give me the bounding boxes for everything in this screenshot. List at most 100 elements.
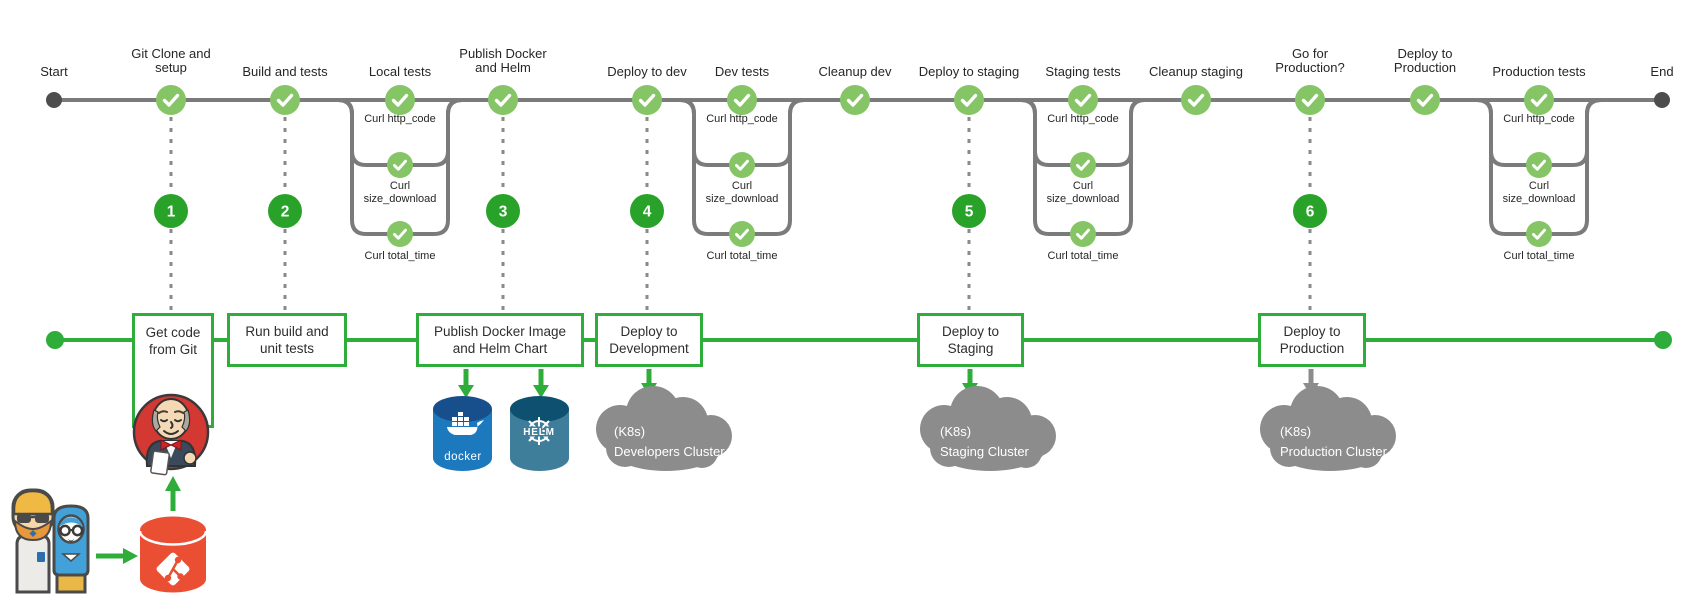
cluster-tag: (K8s) [1280,424,1312,439]
cluster-name: Developers Cluster [614,444,725,459]
cluster-name: Staging Cluster [940,444,1029,459]
start-label: Start [40,64,68,79]
process-box-label: Deploy to Production [1279,324,1345,356]
stage-node [1410,85,1440,115]
test-branch-node [387,152,413,178]
process-box-label: Publish Docker Image and Helm Chart [433,324,567,356]
stage-label-cleanup-dev: Cleanup dev [818,64,892,79]
curl-test-label: Curl http_code [1503,113,1575,125]
svg-text:1: 1 [167,204,176,221]
curl-test-label: Curl http_code [706,113,778,125]
stage-node [1068,85,1098,115]
process-box-deploy-production: Deploy to Production [1258,313,1366,367]
number-badge: 1 [154,194,188,228]
test-branch-node [387,221,413,247]
helm-cylinder-icon: HELM [510,396,569,471]
stage-label-production-tests: Production tests [1492,64,1586,79]
k8s-cloud-staging [920,386,1056,471]
stage-node [488,85,518,115]
number-badge: 3 [486,194,520,228]
test-branch-node [1526,221,1552,247]
arrow-down-icon [533,369,549,398]
developers-icon [11,476,181,594]
docker-cylinder-icon: docker [433,396,492,471]
svg-text:5: 5 [965,204,974,221]
curl-test-label: Curl http_code [364,113,436,125]
docker-whale-icon [447,412,484,435]
test-branch-nodes [387,152,1552,247]
stage-label-deploy-production: Deploy to Production [1393,46,1457,75]
git-repo-icon [138,516,208,593]
curl-test-label: Curl total_time [364,250,436,262]
k8s-cloud-developers [596,386,732,471]
helm-label: HELM [523,427,555,438]
process-box-label: Run build and unit tests [245,324,329,356]
stage-node [156,85,186,115]
end-dot [1654,92,1670,108]
stage-label-local-tests: Local tests [368,64,432,79]
stage-nodes [156,85,1554,115]
curl-test-label: Curl size_download [705,180,779,205]
stage-label-publish-docker-helm: Publish Docker and Helm [459,46,547,75]
cluster-tag: (K8s) [940,424,972,439]
stage-node [1181,85,1211,115]
start-dot [46,92,62,108]
process-box-label: Deploy to Development [609,324,689,356]
process-box-label: Get code from Git [145,325,201,357]
stage-node [840,85,870,115]
curl-test-label: Curl size_download [363,180,437,205]
stage-label-cleanup-staging: Cleanup staging [1149,64,1243,79]
test-branch-node [729,221,755,247]
cluster-tag: (K8s) [614,424,646,439]
svg-text:6: 6 [1306,204,1315,221]
curl-test-label: Curl total_time [1503,250,1575,262]
stage-label-staging-tests: Staging tests [1045,64,1121,79]
number-badge: 6 [1293,194,1327,228]
developer-woman-icon [52,504,90,594]
stage-label-deploy-staging: Deploy to staging [918,64,1020,79]
helm-wheel-icon [525,417,553,445]
stage-node [1524,85,1554,115]
stage-node [385,85,415,115]
number-badge: 5 [952,194,986,228]
curl-test-label: Curl total_time [1047,250,1119,262]
dashed-connectors [169,117,1312,310]
curl-test-label: Curl http_code [1047,113,1119,125]
number-badges: 1 2 3 4 5 6 [154,194,1327,228]
stage-label-go-for-production: Go for Production? [1275,46,1345,75]
stage-label-dev-tests: Dev tests [714,64,770,79]
stage-node [727,85,757,115]
git-logo-icon [156,552,190,586]
end-label: End [1650,64,1674,79]
process-box-deploy-staging: Deploy to Staging [917,313,1024,367]
svg-text:3: 3 [499,204,508,221]
stage-label-deploy-dev: Deploy to dev [607,64,687,79]
stage-label-build-tests: Build and tests [242,64,328,79]
docker-label: docker [444,451,482,463]
arrow-up-icon [165,476,181,511]
test-branch-node [1070,221,1096,247]
process-box-publish: Publish Docker Image and Helm Chart [416,313,584,367]
process-box-deploy-dev: Deploy to Development [595,313,703,367]
curl-test-label: Curl size_download [1046,180,1120,205]
curl-test-label: Curl size_download [1502,180,1576,205]
stage-node [270,85,300,115]
process-box-build: Run build and unit tests [227,313,347,367]
test-branch-node [1526,152,1552,178]
svg-text:4: 4 [643,204,652,221]
stage-node [954,85,984,115]
developer-man-icon [11,488,55,594]
k8s-cloud-production [1260,386,1396,471]
stage-label-git-clone: Git Clone and setup [131,46,211,75]
arrow-down-icon [458,369,474,398]
test-branch-node [1070,152,1096,178]
stage-node [632,85,662,115]
process-box-label: Deploy to Staging [941,324,1000,356]
curl-test-label: Curl total_time [706,250,778,262]
process-box-get-code: Get code from Git [132,313,214,428]
test-branch-node [729,152,755,178]
svg-text:2: 2 [281,204,290,221]
arrow-right-icon [96,548,138,564]
